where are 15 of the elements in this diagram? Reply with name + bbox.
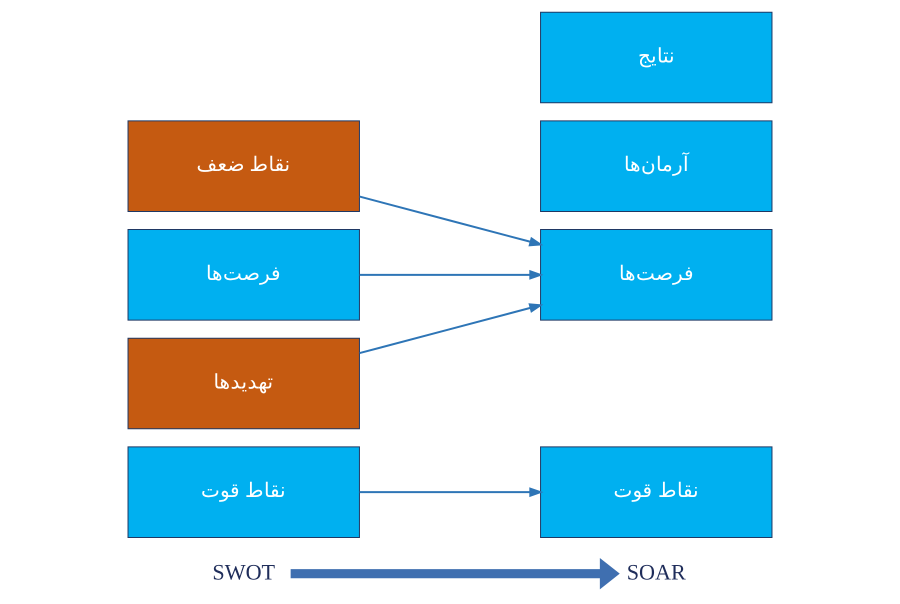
arrow — [360, 487, 544, 498]
node-box: نتایج — [540, 12, 772, 104]
node-box: نقاط قوت — [540, 446, 772, 538]
node-box: نقاط ضعف — [128, 120, 360, 212]
node-text: SOAR — [626, 559, 686, 584]
node-box: فرصت‌ها — [540, 229, 772, 321]
node-box: تهدیدها — [128, 338, 360, 430]
node-box: فرصت‌ها — [128, 229, 360, 321]
arrow — [359, 196, 544, 246]
node-text: SWOT — [212, 559, 276, 584]
node-box: آرمان‌ها — [540, 120, 772, 212]
arrow — [290, 558, 620, 590]
arrow — [359, 303, 544, 354]
node-box: نقاط قوت — [128, 446, 360, 538]
arrow — [360, 270, 544, 280]
